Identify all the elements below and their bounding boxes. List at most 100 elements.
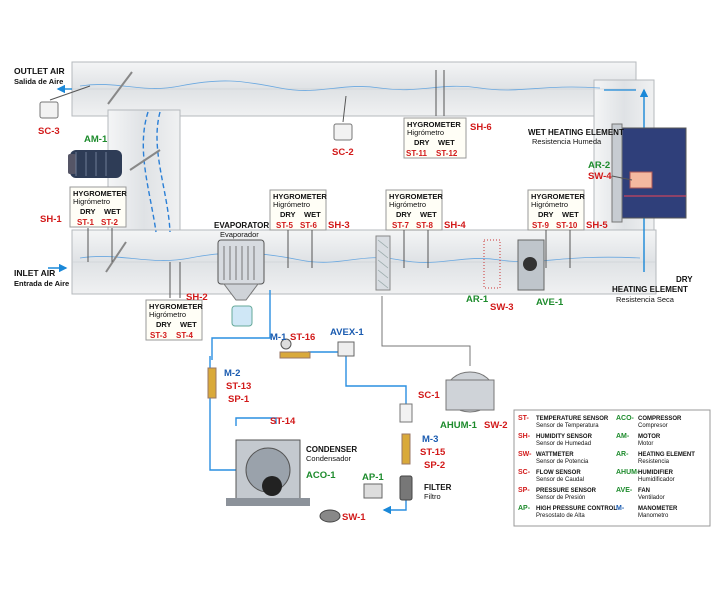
svg-text:HYGROMETER: HYGROMETER [531, 192, 585, 201]
legend-label-6: COMPRESSOR [638, 416, 682, 422]
svg-text:WET: WET [438, 138, 455, 147]
tag-sw4: SW-4 [588, 171, 612, 182]
svg-text:WET: WET [304, 210, 321, 219]
svg-text:Higrómetro: Higrómetro [73, 197, 110, 206]
hygrometer-2: HYGROMETER Higrómetro DRY WET ST-3 ST-4 … [145, 262, 208, 341]
tag-st5: ST-5 [276, 221, 293, 230]
svg-text:DRY: DRY [280, 210, 296, 219]
inlet-title: INLET AIR [14, 268, 55, 278]
flow-sensor-sc2: SC-2 [332, 95, 354, 158]
tag-st1: ST-1 [77, 218, 94, 227]
legend-label-8: HEATING ELEMENT [638, 452, 695, 458]
tag-sw1: SW-1 [342, 512, 366, 523]
legend-sublabel-0: Sensor de Temperatura [536, 423, 599, 429]
high-pressure-control: AP-1 [362, 472, 384, 499]
tag-sh2: SH-2 [186, 292, 208, 303]
legend-code-6: ACO- [616, 415, 635, 422]
svg-text:Higrómetro: Higrómetro [531, 200, 568, 209]
svg-text:Higrómetro: Higrómetro [149, 310, 186, 319]
evaporator: EVAPORATOR Evaporador [214, 221, 269, 327]
bypass-flow [156, 111, 171, 233]
svg-text:HYGROMETER: HYGROMETER [389, 192, 443, 201]
legend-label-7: MOTOR [638, 434, 661, 440]
tag-sc1: SC-1 [418, 390, 440, 401]
tag-sp1: SP-1 [228, 394, 250, 405]
tag-st6: ST-6 [300, 221, 317, 230]
airflow-top [79, 80, 601, 91]
valve-group-3: SC-1 M-3 ST-15 SP-2 FILTER Filtro [399, 390, 452, 501]
wet-heater-subtitle: Resistencia Humeda [532, 137, 602, 146]
tag-st13: ST-13 [226, 381, 251, 392]
svg-text:Higrómetro: Higrómetro [389, 200, 426, 209]
legend-label-1: HUMIDITY SENSOR [536, 434, 593, 440]
svg-text:WET: WET [562, 210, 579, 219]
dry-heater-subtitle: Resistencia Seca [616, 295, 675, 304]
fan-ave1: AVE-1 [517, 239, 564, 308]
tag-st7: ST-7 [392, 221, 409, 230]
legend-label-4: PRESSURE SENSOR [536, 488, 597, 494]
hygrometer-5: HYGROMETER Higrómetro DRY WET ST-9 ST-10… [527, 189, 608, 268]
svg-text:HYGROMETER: HYGROMETER [149, 302, 203, 311]
tag-ar1: AR-1 [466, 294, 489, 305]
tag-aco1: ACO-1 [306, 470, 336, 481]
tag-st4: ST-4 [176, 331, 193, 340]
damper-3 [105, 241, 127, 273]
svg-text:Higrómetro: Higrómetro [273, 200, 310, 209]
tag-sh5: SH-5 [586, 220, 608, 231]
svg-text:WET: WET [420, 210, 437, 219]
legend-label-3: FLOW SENSOR [536, 470, 581, 476]
condenser-subtitle: Condensador [306, 454, 352, 463]
tag-m2: M-2 [224, 368, 240, 379]
hygrometer-1: HYGROMETER Higrómetro DRY WET ST-1 ST-2 … [40, 186, 127, 262]
hygrometer-6: HYGROMETER Higrómetro DRY WET ST-11 ST-1… [403, 70, 492, 159]
dry-heating-element: DRY HEATING ELEMENT Resistencia Seca [612, 275, 693, 304]
svg-text:HYGROMETER: HYGROMETER [407, 120, 461, 129]
legend-label-11: MANOMETER [638, 506, 678, 512]
legend-sublabel-1: Sensor de Humedad [536, 441, 591, 447]
motor-am1: AM-1 [68, 134, 122, 178]
inlet-subtitle: Entrada de Aire [14, 279, 69, 288]
tag-st11: ST-11 [406, 149, 427, 158]
hygrometer-3: HYGROMETER Higrómetro DRY WET ST-5 ST-6 … [269, 189, 350, 268]
tag-st15: ST-15 [420, 447, 446, 458]
tag-st2: ST-2 [101, 218, 118, 227]
svg-text:Higrómetro: Higrómetro [407, 128, 444, 137]
condenser-unit: CONDENSER Condensador ACO-1 SW-1 [226, 439, 366, 523]
svg-text:DRY: DRY [538, 210, 554, 219]
tag-st14: ST-14 [270, 416, 296, 427]
legend-label-2: WATTMETER [536, 452, 574, 458]
evaporator-title: EVAPORATOR [214, 221, 269, 230]
svg-text:DRY: DRY [414, 138, 430, 147]
legend-code-11: M- [616, 505, 625, 512]
tag-sc2: SC-2 [332, 147, 354, 158]
legend-sublabel-6: Compresor [638, 423, 668, 429]
tag-st8: ST-8 [416, 221, 433, 230]
filter-title: FILTER [424, 483, 452, 492]
duct-system [48, 61, 657, 295]
legend-sublabel-4: Sensor de Presión [536, 495, 585, 501]
tag-ap1: AP-1 [362, 472, 384, 483]
damper-2 [129, 149, 161, 171]
legend-sublabel-11: Manometro [638, 513, 669, 519]
evaporator-subtitle: Evaporador [220, 230, 259, 239]
legend-sublabel-8: Resistencia [638, 459, 670, 465]
valve-group-1: M-1 ST-16 AVEX-1 [270, 327, 364, 359]
legend-code-3: SC- [518, 469, 531, 476]
tag-sh4: SH-4 [444, 220, 466, 231]
valve-group-2: M-2 ST-13 SP-1 ST-14 [207, 367, 296, 427]
heater-ar1: AR-1 SW-3 [466, 239, 514, 313]
damper-1 [107, 71, 133, 105]
outlet-title: OUTLET AIR [14, 66, 65, 76]
hygrometer-4: HYGROMETER Higrómetro DRY WET ST-7 ST-8 … [385, 189, 466, 268]
svg-text:DRY: DRY [80, 207, 96, 216]
legend-label-10: FAN [638, 488, 650, 494]
legend-code-1: SH- [518, 433, 531, 440]
legend-sublabel-7: Motor [638, 441, 653, 447]
legend-code-10: AVE- [616, 487, 633, 494]
tag-m3: M-3 [422, 434, 438, 445]
duct-filter [375, 235, 391, 291]
tag-st12: ST-12 [436, 149, 458, 158]
outlet-subtitle: Salida de Aire [14, 77, 63, 86]
